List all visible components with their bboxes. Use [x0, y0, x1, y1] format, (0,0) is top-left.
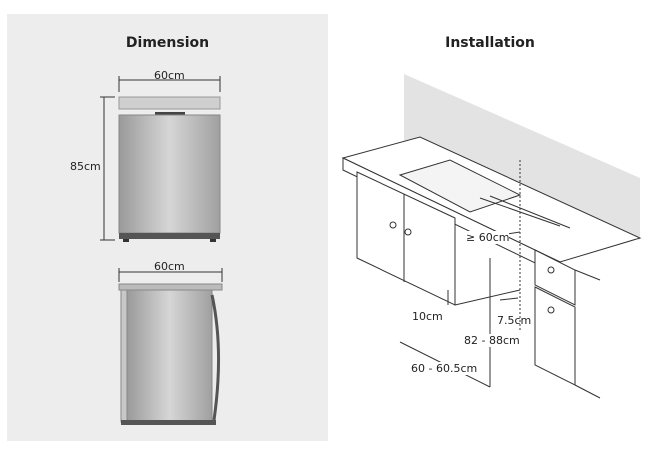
installation-title: Installation	[445, 35, 535, 51]
plinth-height-label: 10cm	[412, 310, 443, 323]
front-height-label: 85cm	[70, 160, 101, 173]
plinth-depth-label: 7.5cm	[497, 314, 532, 327]
min-width-label: ≥ 60cm	[466, 231, 510, 244]
front-width-label: 60cm	[154, 69, 185, 82]
installation-drawing	[341, 74, 642, 399]
dishwasher-front-view	[100, 76, 221, 242]
dishwasher-side-view	[118, 268, 223, 425]
side-depth-label: 60cm	[154, 260, 185, 273]
depth-range-label: 60 - 60.5cm	[411, 362, 478, 375]
height-range-label: 82 - 88cm	[464, 334, 520, 347]
dimension-title: Dimension	[125, 35, 210, 51]
